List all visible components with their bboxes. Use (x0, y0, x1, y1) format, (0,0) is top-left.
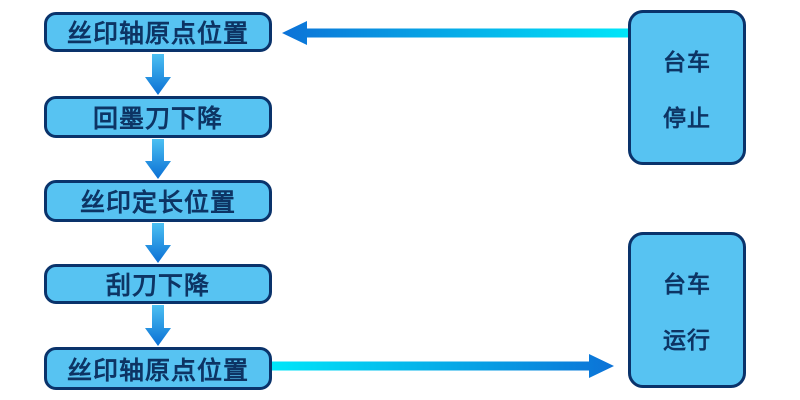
arrow-down-icon (138, 305, 178, 346)
step-box-screen-axis-origin-2: 丝印轴原点位置 (44, 347, 272, 390)
step-label: 丝印定长位置 (79, 189, 236, 217)
arrow-right-icon (272, 353, 614, 379)
side-box-line2: 运行 (663, 327, 711, 353)
side-box-line1: 台车 (663, 48, 711, 75)
side-box-line1: 台车 (663, 271, 711, 297)
arrow-down-icon (138, 54, 178, 95)
arrow-left-icon (282, 20, 628, 46)
side-box-trolley-run: 台车 运行 (628, 232, 746, 388)
step-label: 丝印轴原点位置 (66, 356, 249, 385)
step-box-squeegee-down: 刮刀下降 (44, 264, 272, 304)
step-label: 丝印轴原点位置 (66, 20, 249, 48)
step-box-screen-fixed-length: 丝印定长位置 (44, 180, 272, 222)
arrow-down-icon (138, 223, 178, 263)
side-box-line2: 停止 (663, 104, 711, 131)
step-label: 回墨刀下降 (92, 105, 223, 133)
step-box-ink-blade-down: 回墨刀下降 (44, 96, 272, 138)
arrow-down-icon (138, 139, 178, 179)
step-label: 刮刀下降 (105, 272, 210, 300)
side-box-trolley-stop: 台车 停止 (628, 10, 746, 165)
step-box-screen-axis-origin-1: 丝印轴原点位置 (44, 12, 272, 52)
